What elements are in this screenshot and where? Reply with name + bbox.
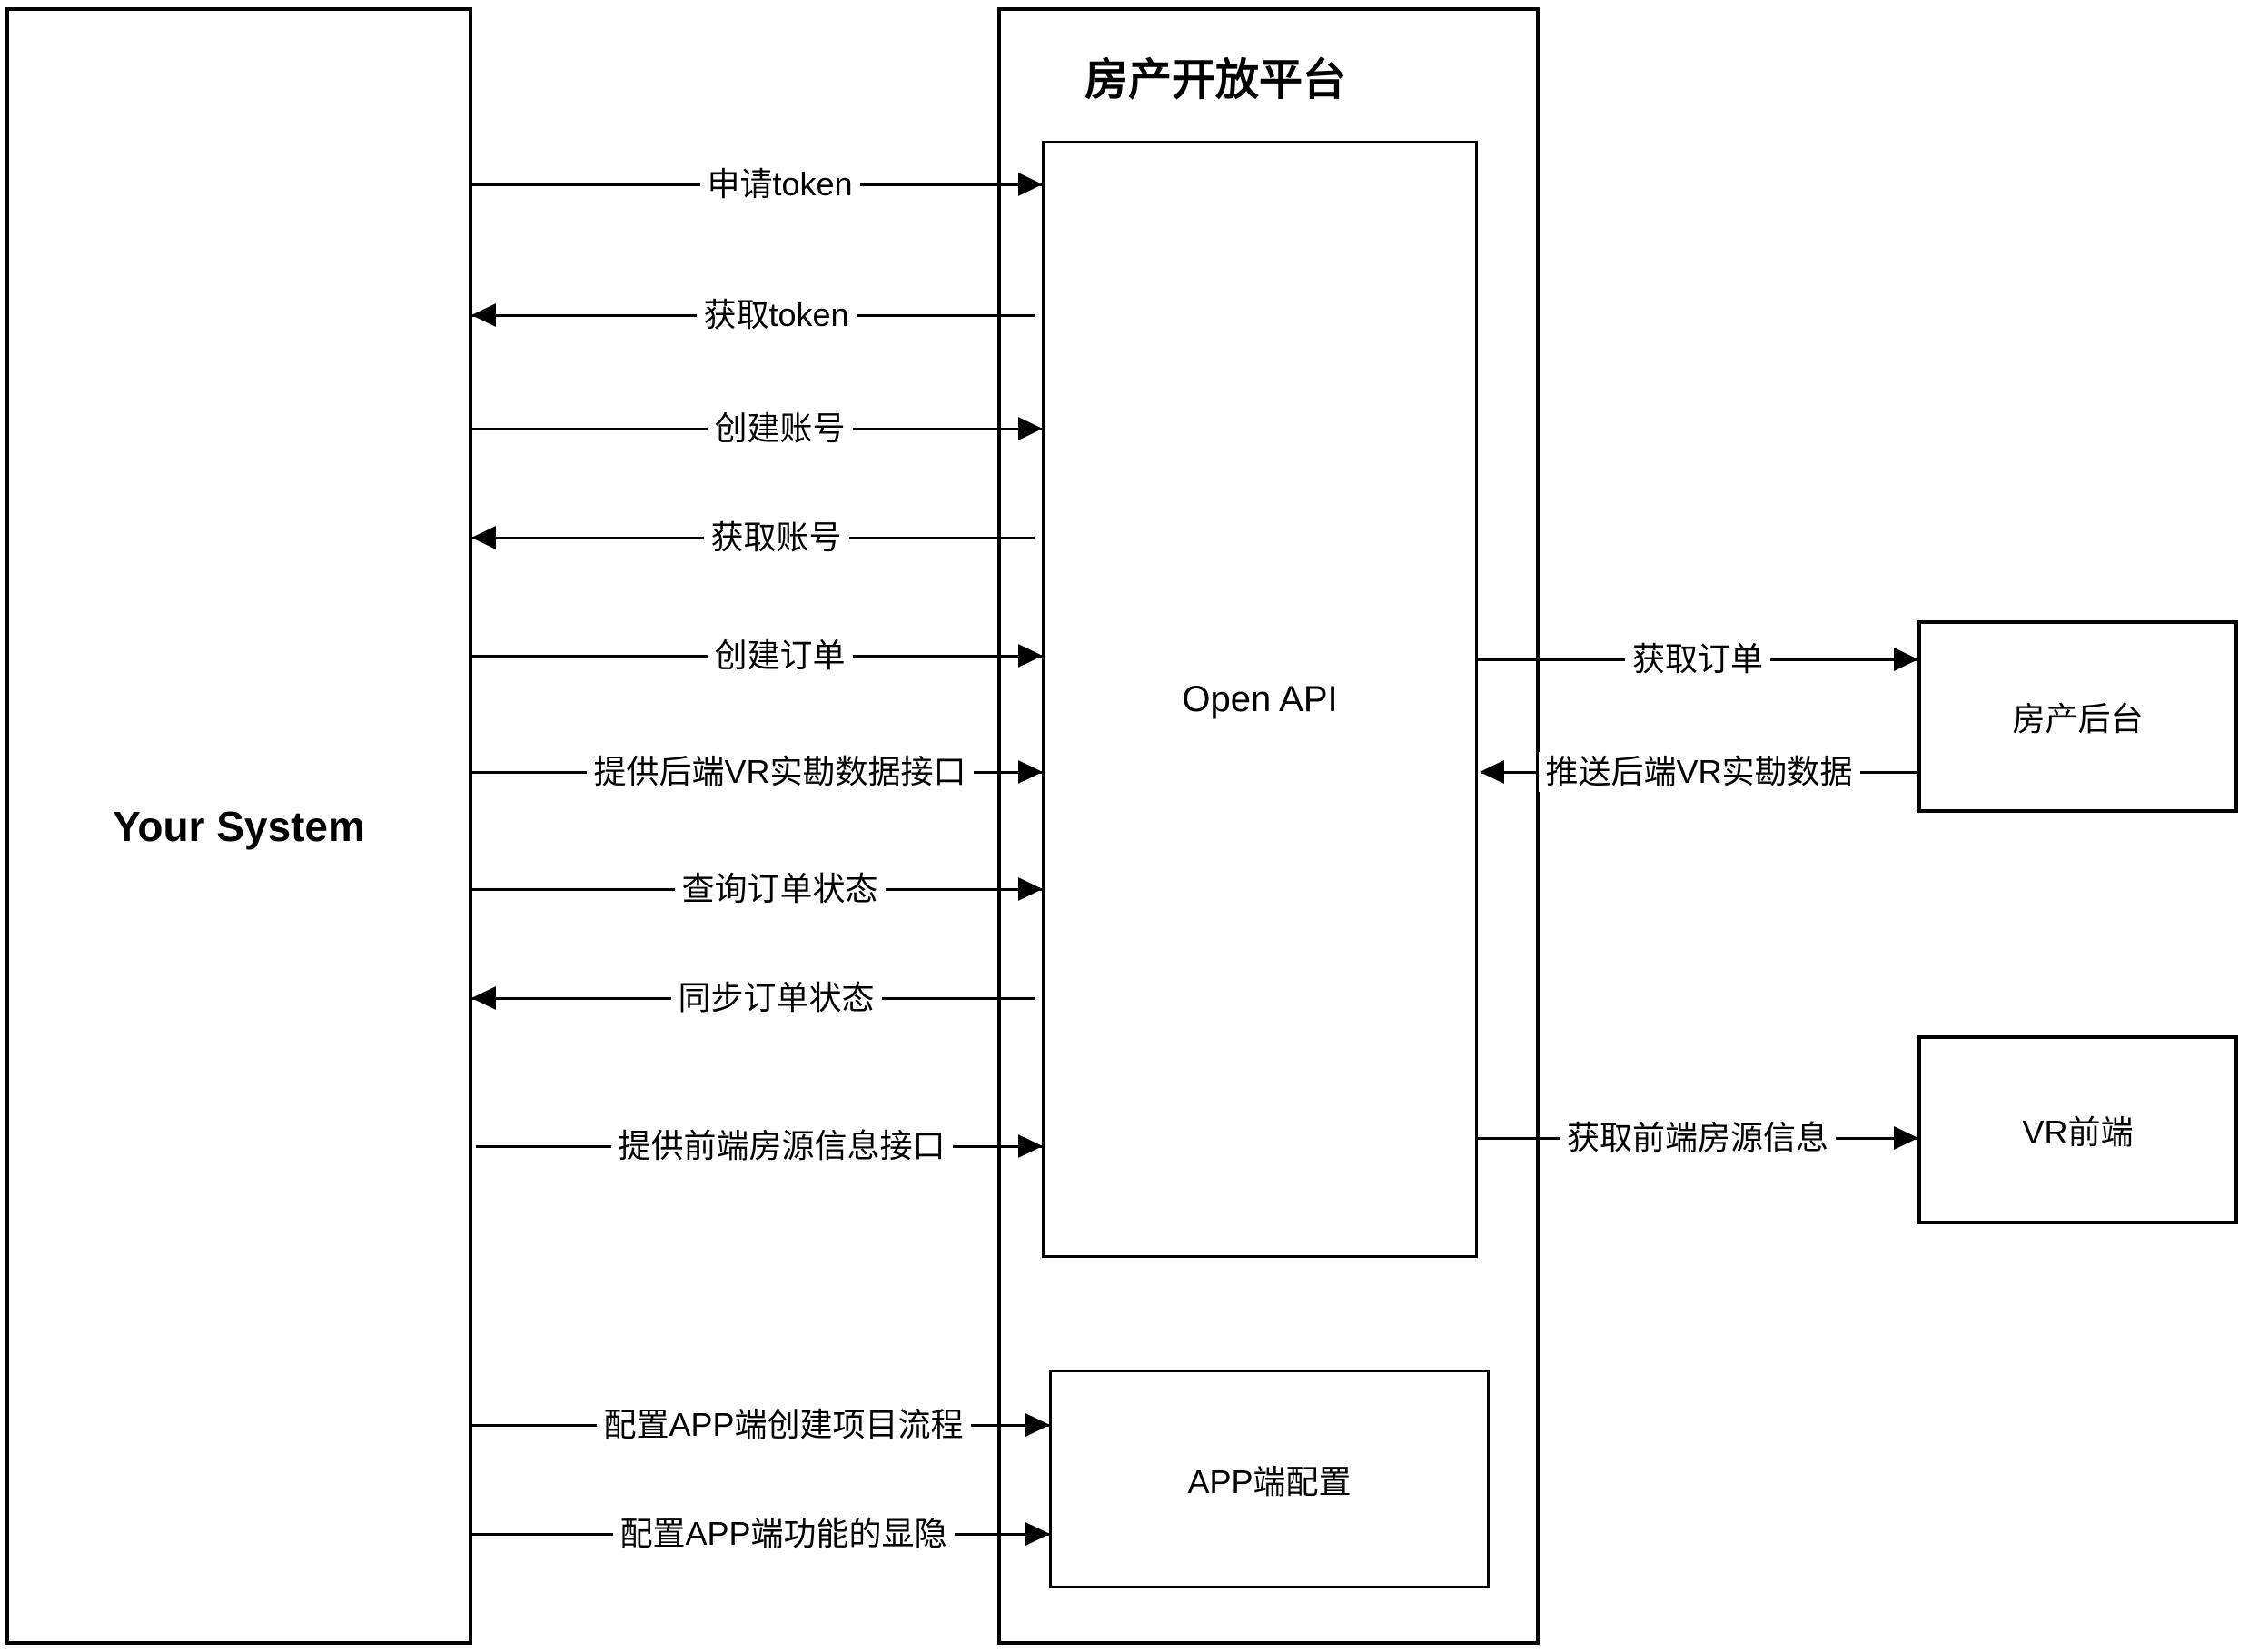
- your-system-box: Your System: [5, 7, 472, 1645]
- arrowhead-left-icon: [471, 526, 496, 549]
- arrowhead-right-icon: [1018, 644, 1043, 668]
- arrowhead-right-icon: [1018, 417, 1043, 440]
- platform-title: 房产开放平台: [1084, 56, 1346, 104]
- your-system-label: Your System: [113, 802, 365, 850]
- arrowhead-right-icon: [1025, 1522, 1050, 1546]
- arrow-label: 提供后端VR实勘数据接口: [586, 752, 974, 792]
- arrowhead-right-icon: [1018, 1134, 1043, 1158]
- vr-frontend-box: VR前端: [1917, 1035, 2238, 1224]
- open-api-label: Open API: [1182, 678, 1338, 719]
- arrow-label: 配置APP端创建项目流程: [596, 1405, 971, 1445]
- arrow-label: 获取订单: [1624, 639, 1771, 679]
- arrow-label: 创建账号: [707, 409, 853, 449]
- platform-box: [997, 7, 1540, 1645]
- estate-backend-label: 房产后台: [2012, 700, 2144, 737]
- arrow-label: 获取token: [696, 295, 857, 335]
- arrow-label: 提供前端房源信息接口: [610, 1126, 953, 1166]
- arrow-label: 获取前端房源信息: [1559, 1118, 1837, 1158]
- arrow-label: 查询订单状态: [674, 869, 886, 909]
- vr-frontend-label: VR前端: [2022, 1113, 2134, 1151]
- arrowhead-left-icon: [471, 303, 496, 327]
- arrow-label: 申请token: [699, 164, 860, 204]
- estate-backend-box: 房产后台: [1917, 620, 2238, 813]
- arrow-label: 创建订单: [707, 636, 853, 676]
- arrow-label: 获取账号: [703, 518, 849, 558]
- arrowhead-right-icon: [1894, 1126, 1918, 1150]
- arrowhead-right-icon: [1018, 760, 1043, 784]
- arrowhead-right-icon: [1018, 173, 1043, 196]
- arrow-label: 推送后端VR实勘数据: [1538, 752, 1860, 792]
- arrow-label: 配置APP端功能的显隐: [612, 1514, 955, 1554]
- open-api-box: Open API: [1042, 141, 1478, 1258]
- arrowhead-left-icon: [1480, 760, 1504, 784]
- arrowhead-right-icon: [1025, 1413, 1050, 1437]
- arrowhead-right-icon: [1894, 648, 1918, 671]
- app-config-label: APP端配置: [1187, 1462, 1352, 1500]
- app-config-box: APP端配置: [1049, 1370, 1490, 1588]
- arrowhead-right-icon: [1018, 877, 1043, 901]
- arrow-label: 同步订单状态: [670, 978, 882, 1018]
- arrowhead-left-icon: [471, 986, 496, 1010]
